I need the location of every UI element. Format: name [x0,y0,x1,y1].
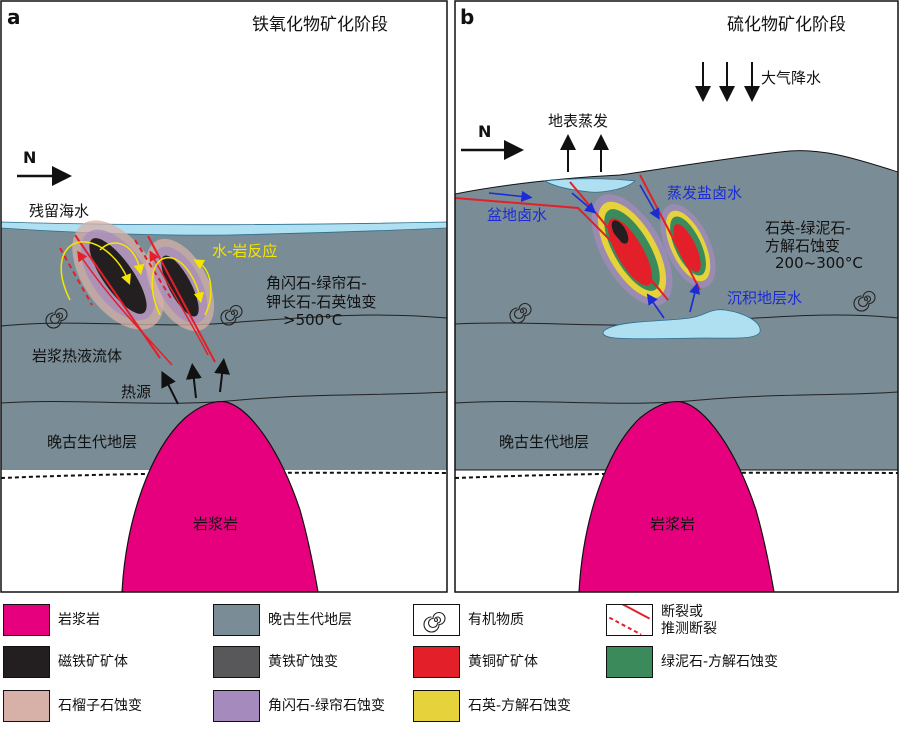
formation-water-label: 沉积地层水 [727,289,802,307]
legend-label: 角闪石-绿帘石蚀变 [268,698,386,714]
water-rock-label: 水-岩反应 [212,242,277,260]
alteration-a-line1: 角闪石-绿帘石- [266,274,367,292]
fault-icon [608,600,651,636]
legend-label-fault-1: 断裂或 [661,604,703,620]
magma-label-b: 岩浆岩 [650,515,695,533]
magma-label-a: 岩浆岩 [193,515,238,533]
magnetite-orebody [89,238,147,314]
legend-swatch-magma [3,604,50,636]
seawater-label: 残留海水 [29,202,89,220]
strata-label-b: 晚古生代地层 [499,433,589,451]
legend-swatch-organic [413,604,460,636]
legend-swatch-pyrite [213,646,260,678]
heat-label: 热源 [121,383,151,401]
panel-a-letter: a [7,5,21,29]
organic-icon [423,611,446,633]
legend-label: 晚古生代地层 [268,612,352,628]
meteoric-label: 大气降水 [761,69,821,87]
legend-label: 绿泥石-方解石蚀变 [661,654,779,670]
legend-swatch-quartz [413,690,460,722]
fluid-label: 岩浆热液流体 [32,347,122,365]
panel-b: b 硫化物矿化阶段 N 大气降水 地表蒸发 蒸发盐卤水 盆地卤水 石英-绿泥石-… [455,1,898,592]
north-label-b: N [478,122,491,141]
alteration-a-line2: 钾长石-石英蚀变 [266,293,376,311]
fault-a2 [147,235,216,363]
strata-label-a: 晚古生代地层 [47,433,137,451]
surface-pond [543,178,636,193]
legend-label: 黄铁矿蚀变 [268,654,338,670]
north-label-a: N [23,148,36,167]
panel-b-letter: b [460,5,474,29]
legend-label: 石英-方解石蚀变 [468,698,572,714]
panel-b-title: 硫化物矿化阶段 [727,15,846,35]
fault-a1 [74,234,161,359]
legend-swatch-chlorite [606,646,653,678]
strata-body-b [455,150,898,471]
legend-swatch-amphibole [213,690,260,722]
legend-label: 磁铁矿矿体 [58,654,128,670]
basin-brine-label: 盆地卤水 [487,206,547,224]
evap-brine-label: 蒸发盐卤水 [667,184,742,202]
magma-body-a [121,400,319,592]
legend-swatch-fault [606,600,653,636]
evaporation-label: 地表蒸发 [548,112,608,130]
legend-label: 石榴子石蚀变 [58,698,142,714]
alteration-b-line1: 石英-绿泥石- [765,219,851,237]
formation-water [602,309,761,340]
legend-swatch-magnetite [3,646,50,678]
legend-swatch-chalcopyrite [413,646,460,678]
panel-a-title: 铁氧化物矿化阶段 [252,15,388,35]
legend-swatch-garnet [3,690,50,722]
legend-label: 黄铜矿矿体 [468,654,538,670]
legend: 岩浆岩 晚古生代地层 有机物质 断裂或 推测断裂 磁铁矿矿体 黄铁矿蚀变 [0,598,900,731]
figure: a 铁氧化物矿化阶段 N 残留海水 水-岩反应 角闪石-绿帘石- 钾长石-石英蚀… [0,0,899,593]
legend-swatch-strata [213,604,260,636]
legend-label-fault-2: 推测断裂 [661,621,717,637]
legend-label: 有机物质 [468,612,524,628]
legend-label: 岩浆岩 [58,612,100,628]
temperature-b: 200~300°C [775,254,863,272]
temperature-a: >500°C [283,311,342,329]
magma-body-b [578,400,775,592]
alteration-b-line2: 方解石蚀变 [765,237,840,255]
panel-a: a 铁氧化物矿化阶段 N 残留海水 水-岩反应 角闪石-绿帘石- 钾长石-石英蚀… [1,1,447,592]
